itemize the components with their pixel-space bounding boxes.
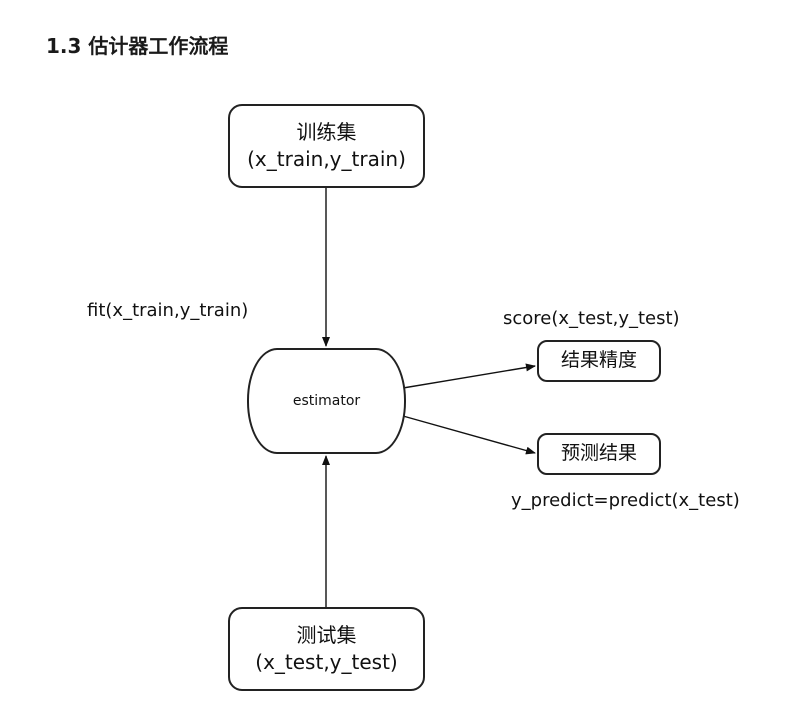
arrow-estimator-to-prediction bbox=[402, 415, 536, 455]
accuracy-result-node: 结果精度 bbox=[537, 340, 661, 382]
test-set-node: 测试集 (x_test,y_test) bbox=[228, 607, 425, 691]
test-set-vars: (x_test,y_test) bbox=[255, 650, 398, 674]
training-set-node: 训练集 (x_train,y_train) bbox=[228, 104, 425, 188]
predict-edge-label: y_predict=predict(x_test) bbox=[511, 490, 740, 511]
estimator-node: estimator bbox=[247, 348, 406, 454]
prediction-result-label: 预测结果 bbox=[560, 442, 637, 465]
estimator-label: estimator bbox=[292, 393, 361, 409]
accuracy-result-label: 结果精度 bbox=[560, 349, 637, 372]
score-edge-label: score(x_test,y_test) bbox=[503, 308, 680, 329]
test-set-title: 测试集 bbox=[296, 623, 357, 647]
page-title: 1.3 估计器工作流程 bbox=[46, 34, 229, 58]
training-set-title: 训练集 bbox=[296, 120, 357, 144]
fit-edge-label: fit(x_train,y_train) bbox=[87, 300, 249, 321]
training-set-vars: (x_train,y_train) bbox=[247, 147, 406, 171]
prediction-result-node: 预测结果 bbox=[537, 433, 661, 475]
arrow-estimator-to-accuracy bbox=[402, 363, 536, 389]
